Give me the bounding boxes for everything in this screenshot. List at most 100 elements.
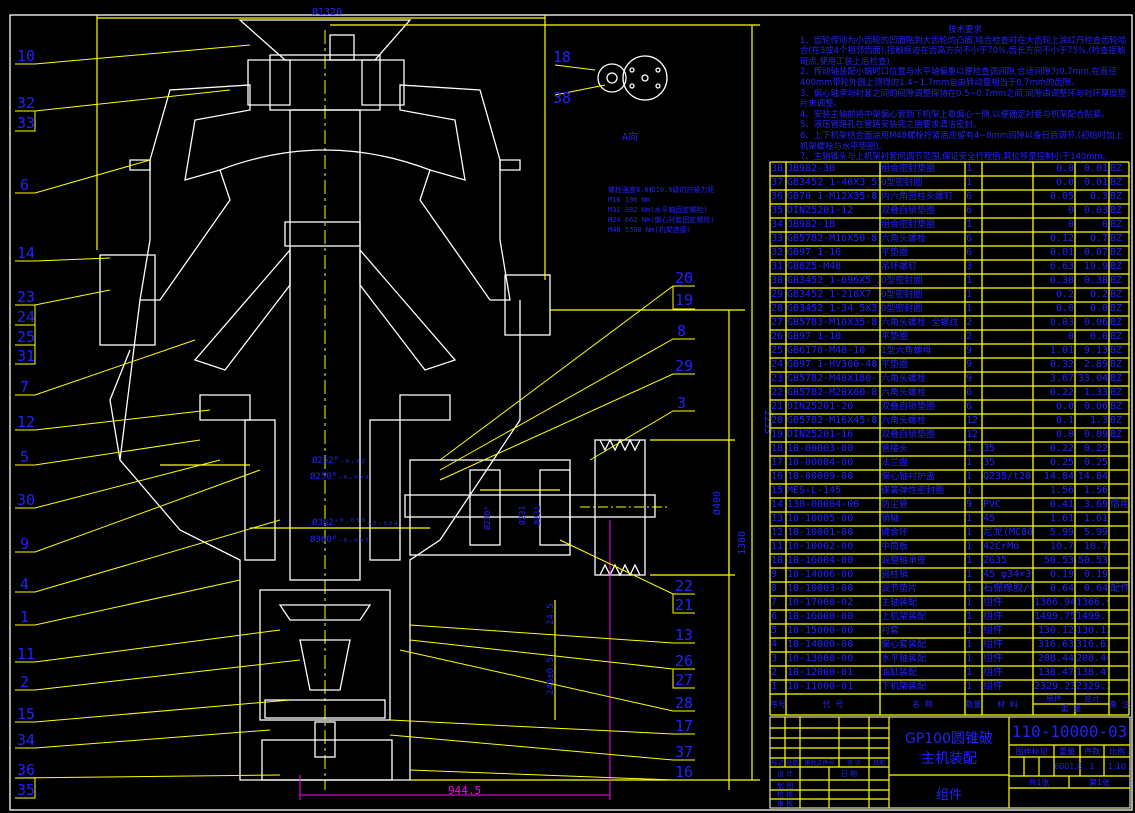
balloon: 31 bbox=[17, 347, 35, 365]
balloon: 25 bbox=[17, 328, 35, 346]
balloon: 4 bbox=[20, 575, 29, 593]
table-cell: 26 bbox=[771, 331, 784, 342]
balloon: 19 bbox=[675, 291, 693, 309]
leader-lines bbox=[14, 44, 695, 799]
table-cell: 衬套 bbox=[881, 626, 900, 636]
table-cell: 50.53 bbox=[1043, 555, 1074, 566]
table-cell: 0.05 bbox=[1049, 191, 1074, 202]
table-cell: 0.3 bbox=[1089, 191, 1108, 202]
table-header: 材 料 bbox=[997, 700, 1018, 709]
table-cell: 销轴 bbox=[881, 514, 900, 524]
table-cell: 0 bbox=[1067, 331, 1074, 342]
role-check: 校 核 bbox=[776, 791, 794, 799]
table-cell: 吊环螺钉 bbox=[881, 262, 918, 272]
table-cell: 1 bbox=[966, 541, 973, 552]
table-cell: 6 bbox=[966, 387, 973, 398]
table-cell: 316.63 bbox=[1076, 639, 1108, 650]
table-cell: 15 bbox=[771, 485, 784, 496]
balloon: 3 bbox=[677, 394, 686, 412]
balloon: 29 bbox=[675, 357, 693, 375]
table-cell: 14 bbox=[771, 499, 784, 510]
table-header: 单件 bbox=[1046, 694, 1062, 703]
table-cell bbox=[1110, 610, 1128, 624]
table-cell: 法兰盘 bbox=[881, 458, 909, 468]
table-cell: 0.41 bbox=[1049, 499, 1074, 510]
balloon: 17 bbox=[675, 717, 693, 735]
table-cell: BZ bbox=[1110, 401, 1123, 412]
table-cell: 0.32 bbox=[1049, 359, 1074, 370]
balloon: 9 bbox=[20, 535, 29, 553]
table-cell: BZ bbox=[1110, 163, 1123, 174]
table-cell: 0.64 bbox=[1083, 583, 1108, 594]
table-cell: 调整轴承座 bbox=[881, 556, 927, 566]
table-cell: 45 φ34×30 bbox=[983, 569, 1032, 580]
table-cell: 平垫圈 bbox=[881, 360, 909, 370]
svg-text:Ø362⁺⁰·⁰⁵⁹₊₀.₀₀₄: Ø362⁺⁰·⁰⁵⁹₊₀.₀₀₄ bbox=[312, 517, 399, 528]
table-cell: 1499.75 bbox=[1034, 611, 1074, 622]
table-cell: 9 bbox=[771, 569, 778, 580]
table-cell: 6.63 bbox=[1049, 261, 1074, 272]
svg-text:Ø250⁰₋₀.₀₂₉: Ø250⁰₋₀.₀₂₉ bbox=[310, 471, 370, 482]
table-cell: 1 bbox=[966, 219, 973, 230]
table-cell: 17 bbox=[771, 457, 784, 468]
table-cell bbox=[1110, 624, 1128, 638]
table-cell bbox=[983, 372, 1032, 386]
table-cell: 配作 bbox=[1110, 583, 1128, 594]
lower-frame bbox=[109, 299, 521, 781]
drawing-frame bbox=[9, 14, 1133, 811]
table-cell: 六角头螺栓 全螺纹 bbox=[881, 318, 959, 328]
table-cell bbox=[983, 260, 1032, 274]
table-cell: 平垫圈 bbox=[881, 332, 909, 342]
table-cell: 6 bbox=[966, 401, 973, 412]
table-cell: 0.03 bbox=[1083, 205, 1108, 216]
table-cell: 0.12 bbox=[1049, 233, 1074, 244]
table-cell: 偏心轴衬护盖 bbox=[881, 472, 936, 482]
balloon: 37 bbox=[675, 743, 693, 761]
svg-text:M48 5590 Nm(机架连接): M48 5590 Nm(机架连接) bbox=[608, 225, 691, 234]
svg-text:M31 382 Nm(水平轴固定螺栓): M31 382 Nm(水平轴固定螺栓) bbox=[608, 205, 708, 214]
table-cell: 2.89 bbox=[1083, 359, 1108, 370]
balloon: 10 bbox=[17, 47, 35, 65]
table-cell: 21 bbox=[771, 401, 784, 412]
table-cell: BZ bbox=[1110, 429, 1123, 440]
role-approve: 审 核 bbox=[776, 800, 794, 808]
table-cell: 组件 bbox=[983, 597, 1003, 608]
table-cell: 0.09 bbox=[1083, 429, 1108, 440]
table-cell: 1 bbox=[966, 667, 973, 678]
table-cell: 1 bbox=[966, 471, 973, 482]
svg-text:2253: 2253 bbox=[762, 410, 773, 434]
table-cell: BZ bbox=[1110, 261, 1123, 272]
table-cell: 调节垫片 bbox=[881, 584, 918, 594]
table-cell: BZ bbox=[1110, 345, 1123, 356]
table-cell: 0.0 bbox=[1055, 401, 1074, 412]
table-cell: 1.56 bbox=[1049, 485, 1074, 496]
table-cell: 0.01 bbox=[1083, 177, 1108, 188]
table-cell: 1.61 bbox=[1083, 513, 1108, 524]
table-cell: 138.47 bbox=[1037, 667, 1074, 678]
table-cell: 1 bbox=[966, 625, 973, 636]
table-cell: 3 bbox=[771, 653, 778, 664]
table-cell: 键合环 bbox=[881, 528, 909, 538]
table-cell: 2329.23 bbox=[1034, 681, 1074, 692]
table-cell: GB3452_1-218X7 bbox=[787, 289, 872, 300]
table-cell: DIN25201-20 bbox=[787, 401, 854, 412]
rev-header: 标记 bbox=[771, 760, 784, 767]
table-cell: 0.19 bbox=[1049, 569, 1074, 580]
table-cell bbox=[1110, 526, 1128, 540]
table-cell: 37 bbox=[771, 177, 784, 188]
table-cell: 1型六角螺母 bbox=[881, 346, 932, 356]
table-cell: GB3452_1-34_5X3_55 bbox=[787, 303, 879, 314]
table-cell: 1 bbox=[966, 569, 973, 580]
scale-label: 比例 bbox=[1109, 747, 1125, 756]
table-cell: 33 bbox=[771, 233, 784, 244]
table-cell: 9 bbox=[966, 359, 973, 370]
table-cell: 0.7 bbox=[1089, 233, 1108, 244]
table-cell: 3 bbox=[966, 261, 973, 272]
table-cell: 0.1 bbox=[1055, 415, 1074, 426]
note-item: 4、安装主轴前将中架偏心套到下机架上靠偏心一侧,以便确定衬套与机架配合贴紧。 bbox=[800, 108, 1110, 119]
drawing-number: 110-10000-03 bbox=[1011, 722, 1128, 741]
table-cell: 10.7 bbox=[1083, 541, 1108, 552]
svg-text:Ø231: Ø231 bbox=[517, 506, 527, 525]
table-cell: 6 bbox=[966, 247, 973, 258]
